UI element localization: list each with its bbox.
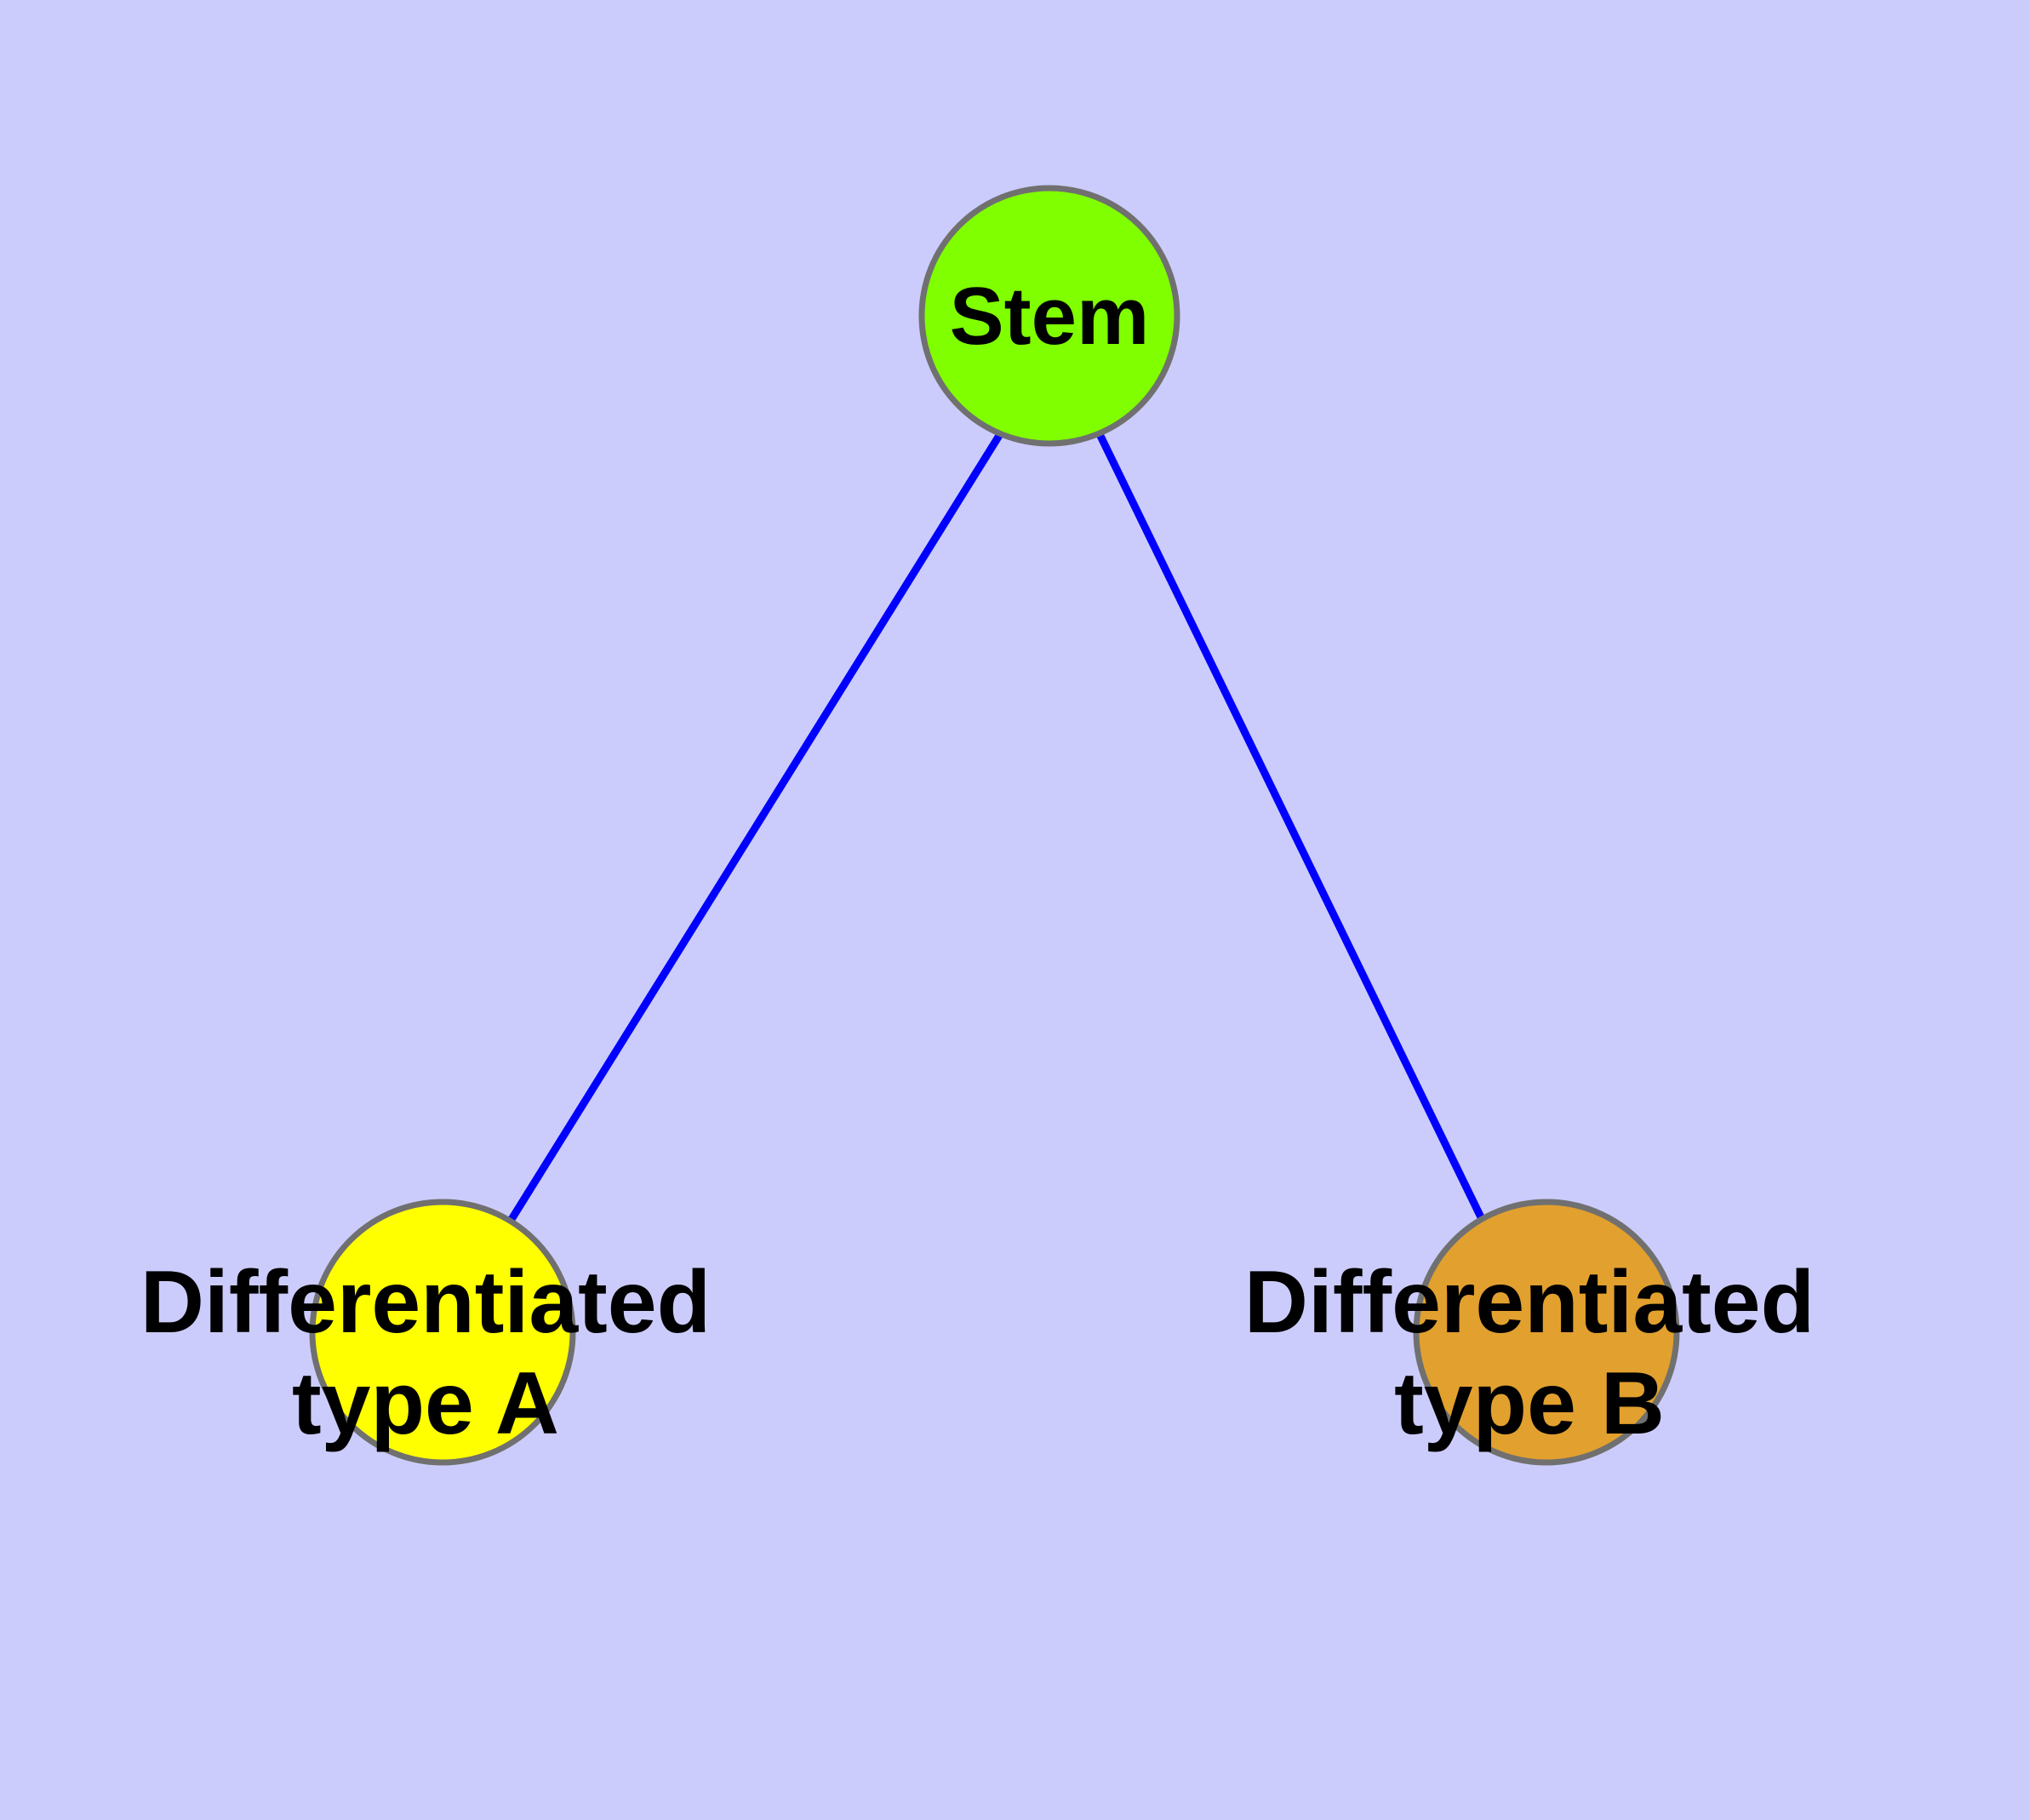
node-differentiated-type-b-circle[interactable] — [1413, 1199, 1680, 1466]
node-differentiated-type-a-label-line2: type A — [292, 1354, 559, 1453]
node-differentiated-type-a-circle[interactable] — [309, 1199, 576, 1466]
label-layer: Stem Differentiated type A Differentiate… — [140, 271, 1815, 1453]
node-differentiated-type-b-label-line2: type B — [1394, 1354, 1665, 1453]
edge-stem-to-differentiated-type-b[interactable] — [1095, 432, 1487, 1222]
node-layer — [309, 185, 1680, 1466]
node-stem-label: Stem — [950, 271, 1150, 362]
node-differentiated-type-b[interactable] — [1413, 1199, 1680, 1466]
node-stem-circle[interactable] — [918, 185, 1180, 447]
edge-stem-to-differentiated-type-a[interactable] — [507, 432, 1003, 1223]
node-differentiated-type-a-label-line1: Differentiated — [140, 1253, 711, 1352]
node-stem[interactable] — [918, 185, 1180, 447]
edge-layer — [507, 432, 1487, 1223]
node-differentiated-type-b-label-line1: Differentiated — [1244, 1253, 1815, 1352]
node-differentiated-type-a[interactable] — [309, 1199, 576, 1466]
